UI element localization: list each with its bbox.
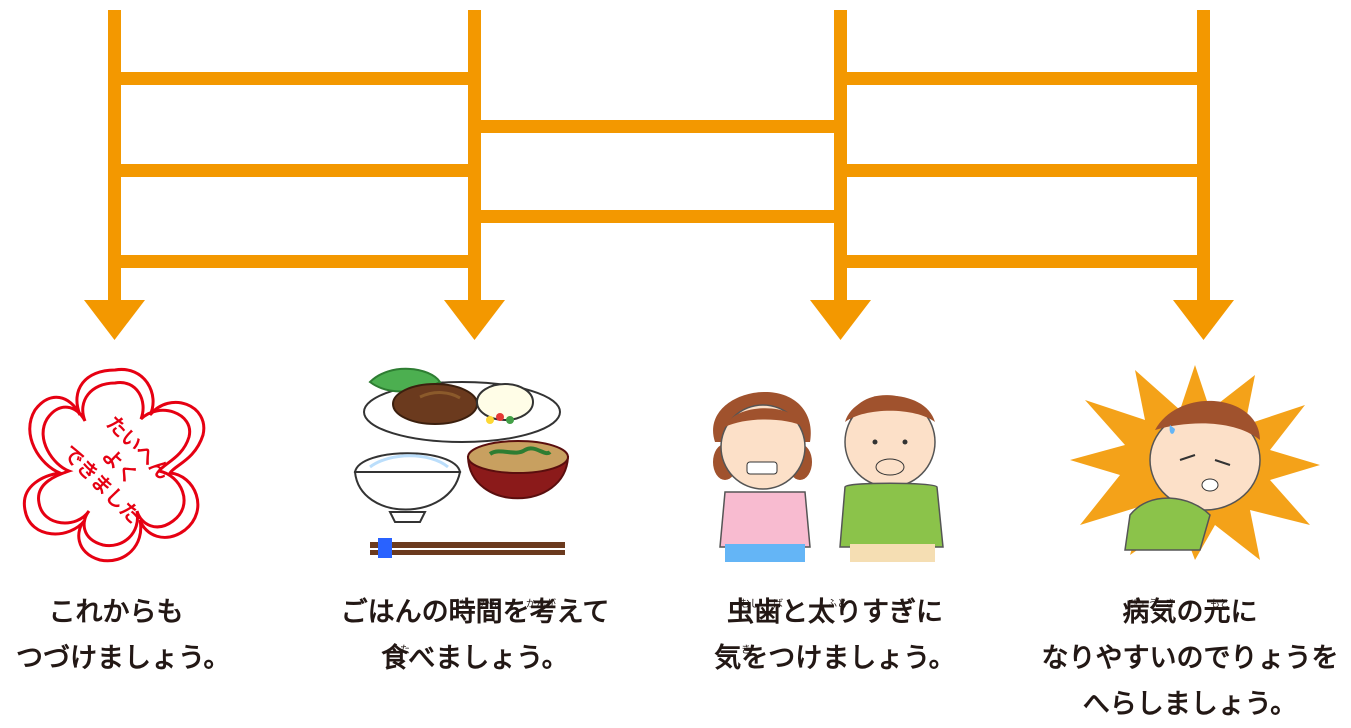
- ladder-rail-4: [1197, 10, 1210, 300]
- arrow-down-icon: [84, 300, 145, 340]
- caption-line: 食べましょう。: [381, 643, 569, 674]
- furigana: むし: [740, 599, 760, 610]
- furigana: かん: [480, 599, 500, 610]
- furigana: びょう: [1128, 599, 1158, 610]
- caption-line: つづけましょう。: [16, 643, 231, 674]
- caption-line: 病気の元に: [1122, 597, 1258, 628]
- furigana: き: [741, 645, 751, 656]
- outcome-caption-4: びょう き もと 病気の元に なりやすいのでりょうを へらしましょう。: [1040, 590, 1340, 728]
- cherry-blossom-stamp-icon: たいへん よく できました: [22, 368, 206, 563]
- furigana: き: [1165, 599, 1175, 610]
- furigana: た: [400, 645, 410, 656]
- outcome-caption-2: じ かん かんが ごはんの時間を考えて た 食べましょう。: [330, 590, 620, 682]
- sick-child-icon: [1070, 365, 1320, 560]
- caption-line: これからも: [48, 597, 184, 628]
- ladder-rung: [481, 120, 834, 133]
- furigana: かんが: [526, 599, 556, 610]
- ladder-rung: [847, 255, 1197, 268]
- cavity-and-overweight-children-icon: [713, 392, 944, 562]
- ladder-rung: [121, 164, 468, 177]
- arrow-down-icon: [810, 300, 871, 340]
- ladder-rail-3: [834, 10, 847, 300]
- caption-line: 虫歯と太りすぎに: [727, 597, 943, 628]
- outcome-caption-3: むし ば ふと 虫歯と太りすぎに き 気をつけましょう。: [705, 590, 965, 682]
- furigana: もと: [1210, 599, 1230, 610]
- ladder-rung: [481, 210, 834, 223]
- caption-line: へらしましょう。: [1082, 689, 1298, 720]
- ladder-rung: [121, 255, 468, 268]
- ladder-rail-2: [468, 10, 481, 300]
- furigana: じ: [455, 599, 465, 610]
- outcome-caption-1: これからも つづけましょう。: [16, 590, 231, 682]
- ladder-rail-1: [108, 10, 121, 300]
- furigana: ば: [773, 599, 783, 610]
- meal-tray-icon: [353, 367, 570, 558]
- caption-line: なりやすいのでりょうを: [1041, 643, 1339, 674]
- ladder-rung: [847, 72, 1197, 85]
- ladder-rung: [121, 72, 468, 85]
- ladder-rung: [847, 164, 1197, 177]
- arrow-down-icon: [1173, 300, 1234, 340]
- furigana: ふと: [827, 599, 847, 610]
- caption-line: 気をつけましょう。: [714, 643, 956, 674]
- arrow-down-icon: [444, 300, 505, 340]
- amidakuji-ladder: [84, 10, 1234, 340]
- caption-line: ごはんの時間を考えて: [340, 597, 610, 628]
